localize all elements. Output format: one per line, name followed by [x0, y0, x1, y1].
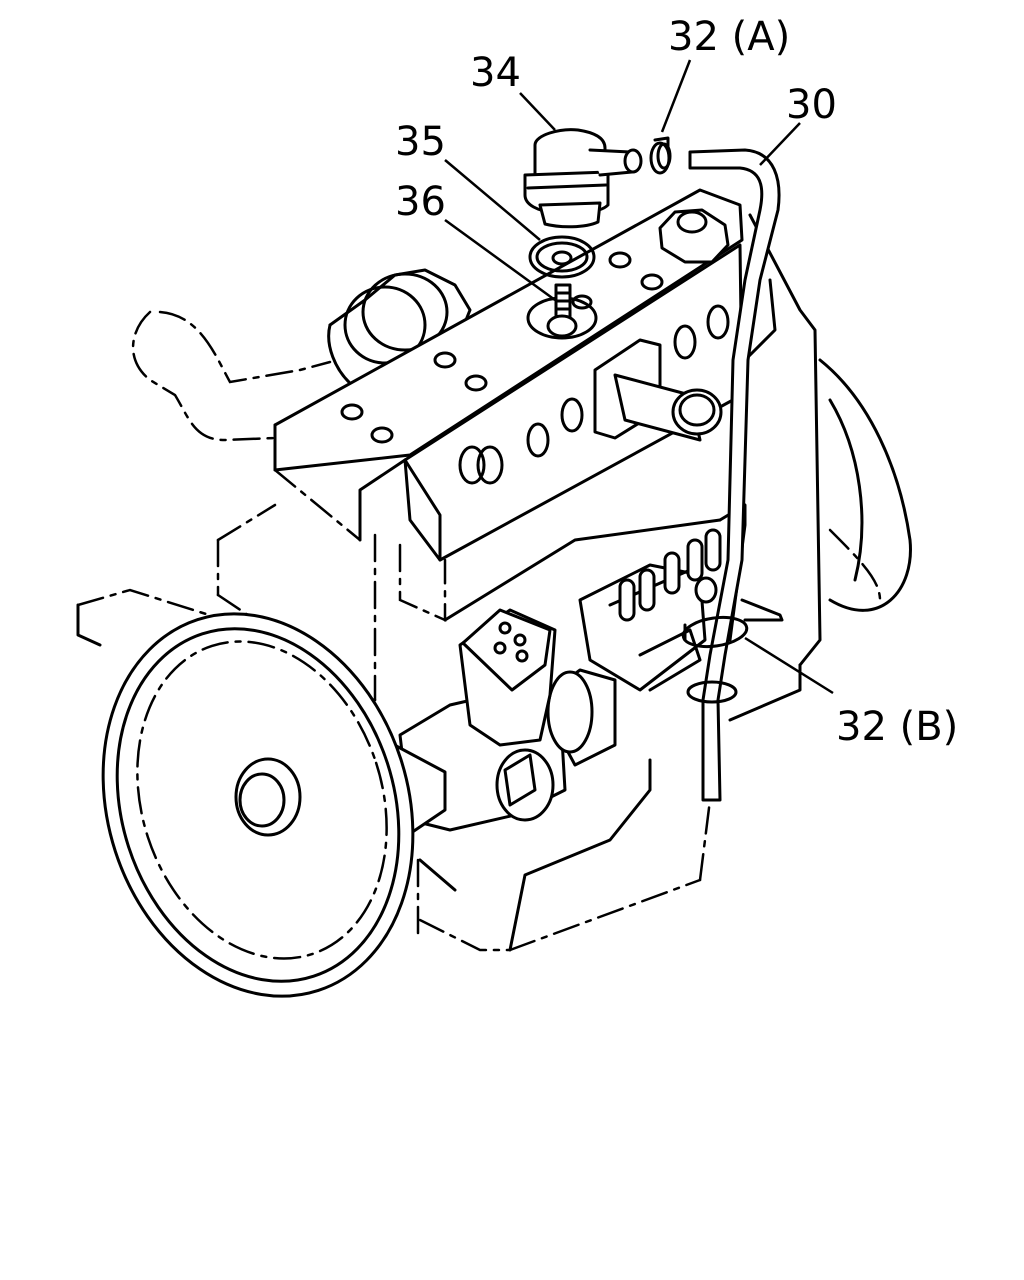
callout-32a: 32 (A)	[668, 14, 790, 60]
hose-clamp-b	[681, 615, 749, 704]
crank-pulley	[76, 588, 447, 998]
leader-30	[759, 122, 801, 166]
gasket	[528, 235, 596, 279]
leader-32a	[660, 59, 692, 133]
oil-pan	[418, 663, 802, 952]
oil-filler-cap	[658, 208, 730, 264]
leader-35	[444, 159, 541, 241]
callout-34: 34	[470, 50, 521, 96]
leader-36	[444, 218, 556, 302]
breather-hose	[688, 148, 784, 802]
bolt	[526, 283, 598, 340]
alternator	[398, 608, 617, 832]
pcv-valve	[523, 128, 643, 229]
hose-clamp-a	[649, 136, 672, 175]
rocker-cover	[403, 243, 744, 562]
leader-32b	[744, 636, 834, 695]
cylinder-head	[273, 188, 744, 542]
injection-pump	[578, 528, 722, 692]
callout-32b: 32 (B)	[836, 704, 958, 750]
callout-36: 36	[395, 179, 446, 225]
intake-hose-outline	[131, 268, 472, 442]
callout-30: 30	[786, 82, 837, 128]
leader-34	[519, 92, 556, 131]
callout-35: 35	[395, 119, 446, 165]
